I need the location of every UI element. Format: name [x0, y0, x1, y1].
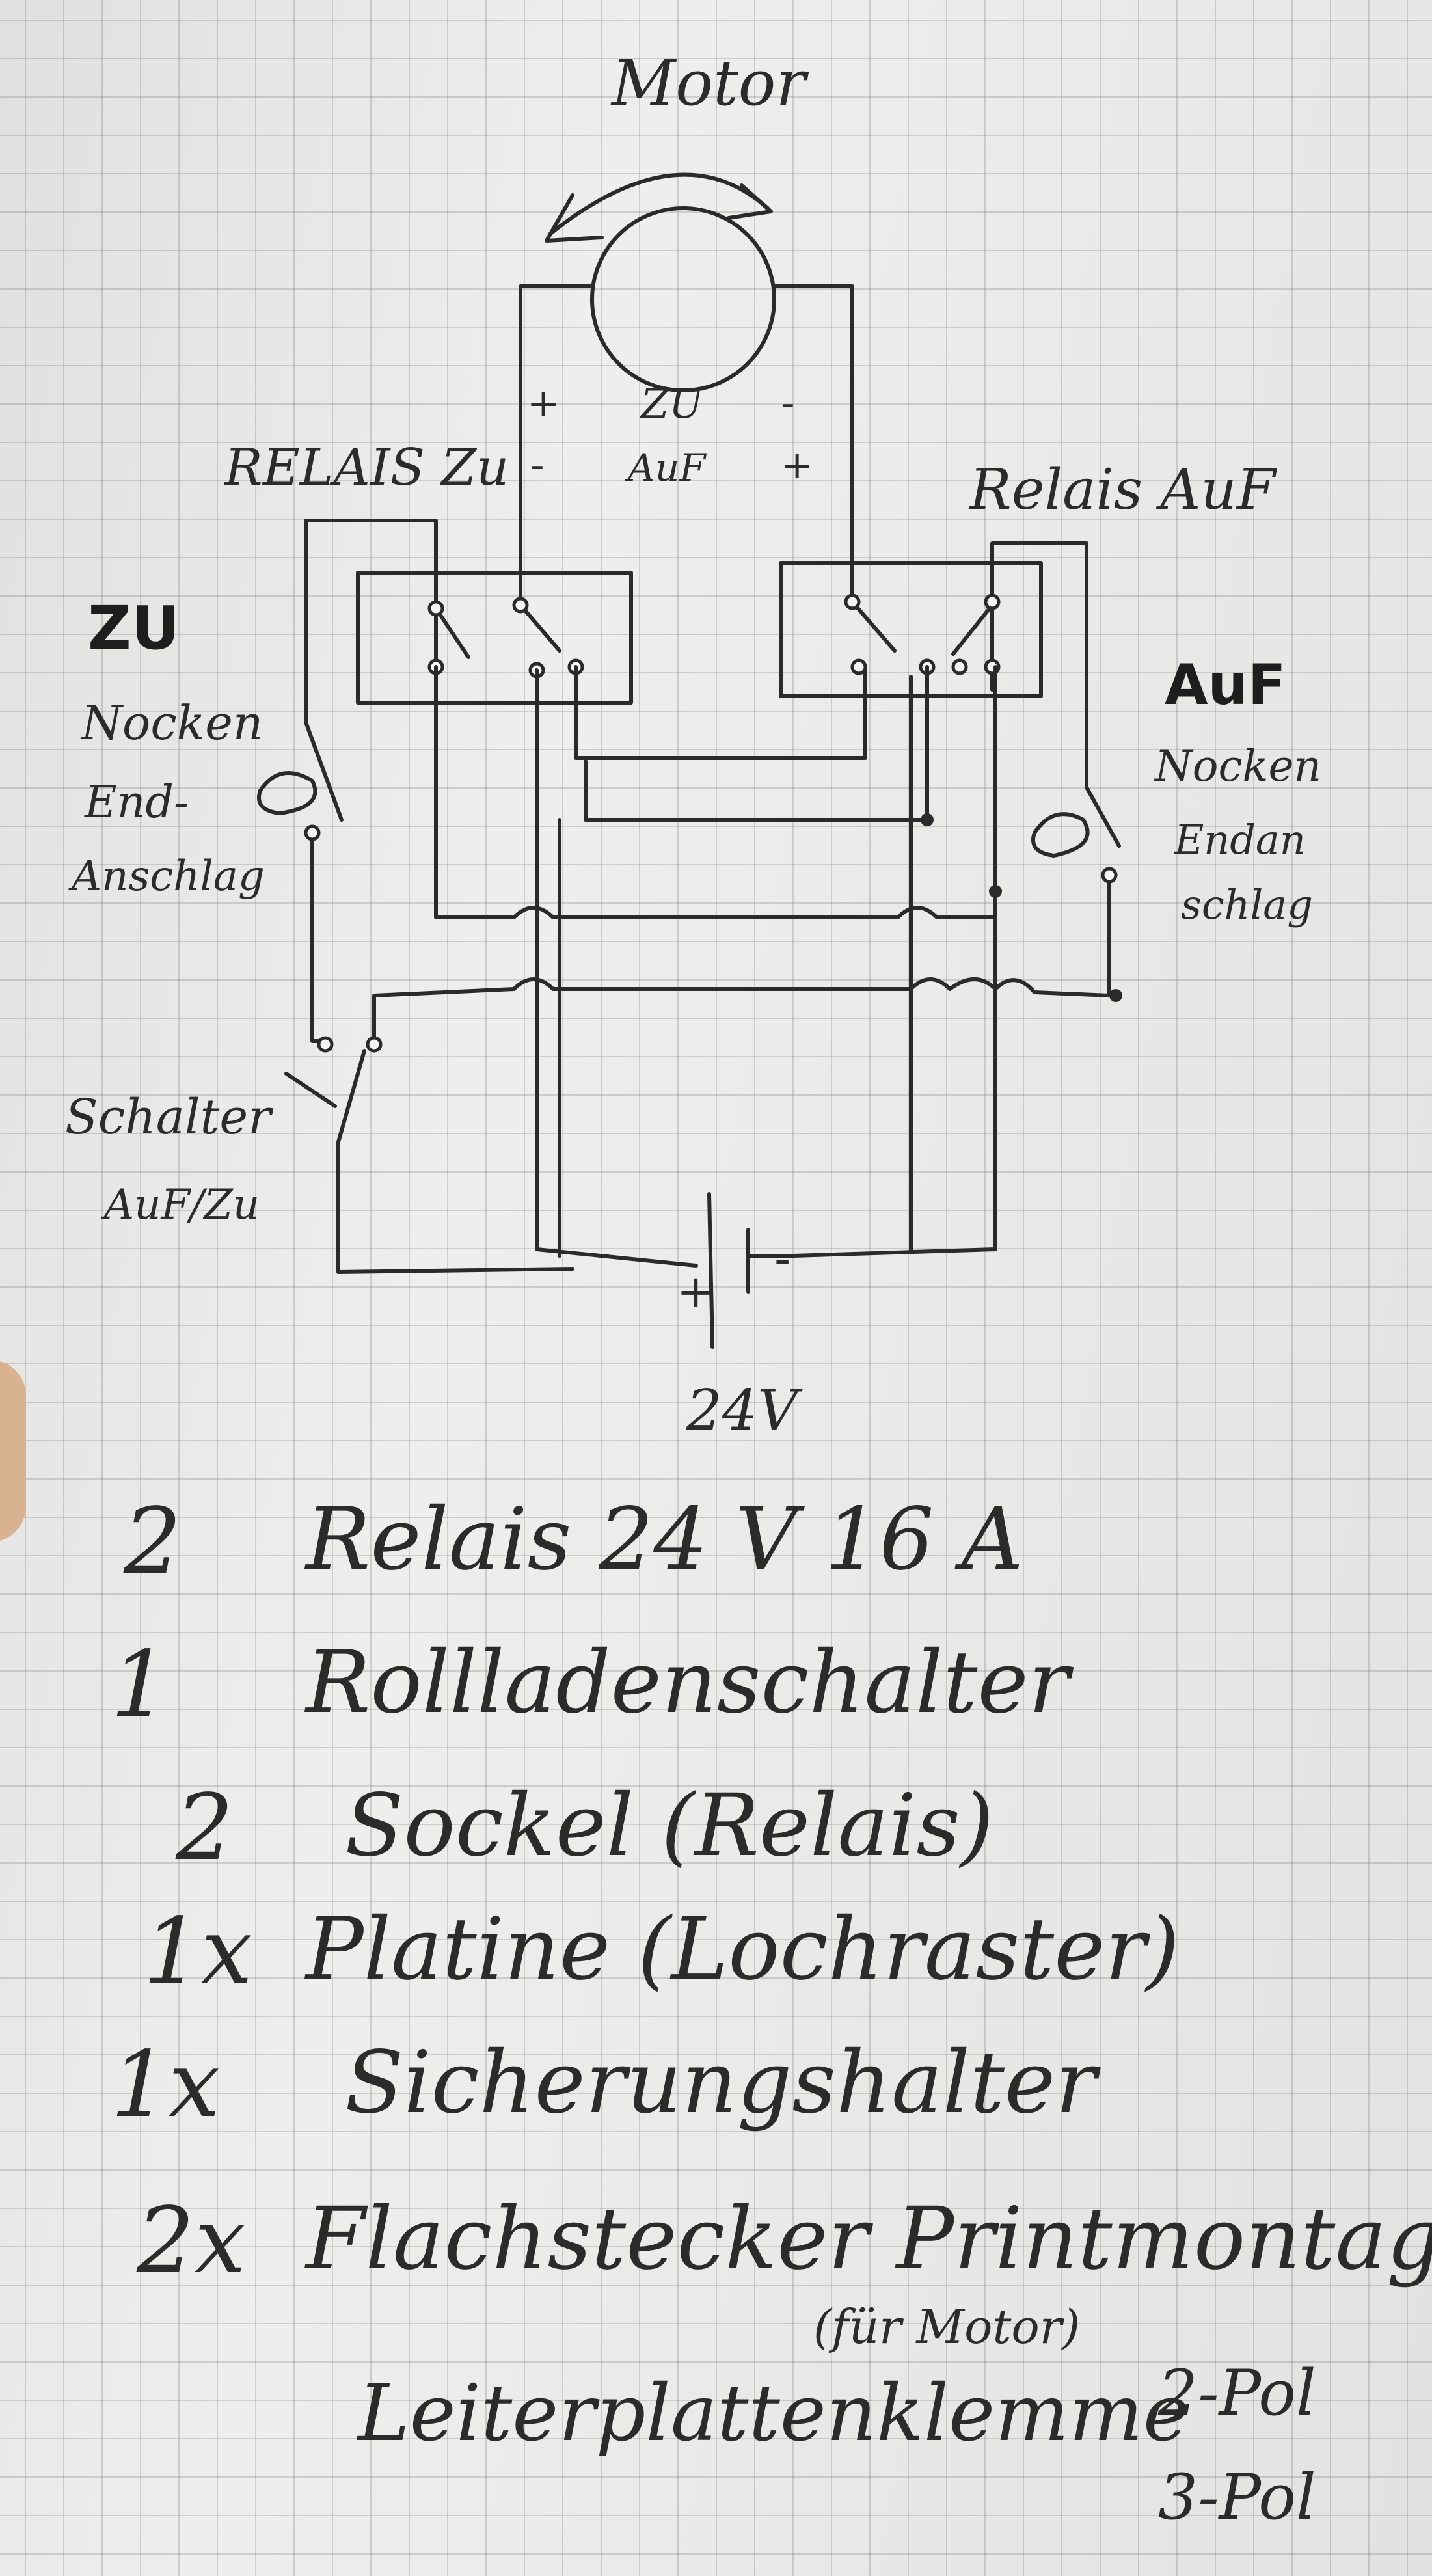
junction-dot — [1109, 989, 1122, 1002]
main-switch-label-2: AuF/Zu — [104, 1181, 260, 1229]
junction-dot — [989, 885, 1002, 898]
rotation-arrowhead-right — [727, 183, 773, 220]
relay-open-label: Relais AuF — [969, 457, 1276, 522]
relay-open-contact-1 — [850, 600, 897, 653]
wire-relay-crossover-1 — [574, 665, 867, 760]
part-note: (für Motor) — [813, 2299, 1081, 2354]
relay-close-contact-2 — [519, 603, 561, 653]
list-item: 2 Relais 24 V 16 A — [124, 1497, 1360, 1620]
main-switch-label-1: Schalter — [65, 1089, 271, 1145]
part-variant-3-pole: 3-Pol — [1158, 2461, 1316, 2534]
part-name: Leiterplattenklemme — [358, 2368, 1189, 2459]
part-quantity: 2 — [124, 1489, 182, 1595]
polarity-plus-right: + — [781, 442, 814, 488]
part-quantity: 1x — [143, 1899, 253, 2005]
relay-close-outer — [304, 519, 438, 692]
wire-relay-crossover-3 — [584, 665, 929, 822]
motor-symbol — [590, 206, 776, 392]
relay-open-contact-2 — [951, 603, 994, 656]
relay-open-terminal-b — [850, 658, 867, 675]
main-switch-mark — [284, 1072, 337, 1108]
part-name: Rollladenschalter — [306, 1633, 1070, 1733]
supply-voltage-label: 24V — [686, 1378, 798, 1443]
main-switch-terminal-b — [366, 1036, 383, 1053]
polarity-close-label: ZU — [641, 380, 703, 427]
rotation-arrowhead-left — [545, 193, 604, 243]
part-quantity: 1x — [111, 2032, 221, 2138]
battery-plus: + — [677, 1265, 715, 1318]
cam-open-icon — [1031, 812, 1090, 858]
list-item: 1x Platine (Lochraster) — [124, 1906, 1360, 2030]
motor-lead-right — [772, 284, 854, 604]
relay-open-terminal-a — [844, 593, 861, 610]
relay-close-contact-1 — [434, 606, 470, 659]
main-switch-terminal-a — [317, 1036, 334, 1053]
cam-switch-close-lever — [304, 519, 344, 822]
cam-switch-open-lever — [1085, 541, 1121, 848]
open-cam-label-3: schlag — [1181, 881, 1313, 929]
wire-supply-left — [535, 756, 698, 1268]
relay-open-terminal-d — [951, 658, 968, 675]
motor-lead-left — [519, 284, 594, 607]
cam-close-icon — [257, 771, 317, 815]
rotation-arrow-icon — [548, 172, 770, 236]
relay-close-terminal-c — [512, 597, 529, 614]
wire-supply-right-2 — [792, 915, 997, 1258]
wire-bottom-left — [336, 1267, 574, 1274]
wire-row-lower — [372, 977, 1111, 1043]
relay-close-terminal-a — [427, 600, 444, 617]
close-side-title: ZU — [88, 593, 180, 663]
main-switch-lever — [336, 1049, 366, 1144]
cam-switch-close-terminal — [304, 824, 321, 841]
list-item: 2 Sockel (Relais) — [124, 1783, 1360, 1906]
motor-label: Motor — [612, 47, 806, 120]
close-cam-label-3: Anschlag — [72, 852, 265, 901]
part-name: Sockel (Relais) — [345, 1776, 994, 1876]
open-cam-label-1: Nocken — [1155, 741, 1322, 791]
polarity-minus-right: - — [781, 381, 795, 426]
open-cam-label-2: Endan — [1174, 816, 1306, 863]
relay-open-terminal-e — [984, 593, 1001, 610]
part-variant-2-pole: 2-Pol — [1158, 2357, 1316, 2430]
part-quantity: 1 — [111, 1632, 169, 1738]
polarity-minus-left: - — [530, 442, 545, 488]
open-side-title: AuF — [1165, 653, 1286, 718]
close-cam-label-2: End- — [85, 777, 189, 828]
list-item: 1 Rollladenschalter — [111, 1633, 1360, 1763]
relay-close-body — [356, 571, 633, 705]
close-cam-label-1: Nocken — [81, 696, 263, 750]
part-name: Relais 24 V 16 A — [306, 1489, 1023, 1590]
part-name: Flachstecker Printmontage — [306, 2189, 1432, 2289]
relay-open-outer — [990, 541, 1088, 692]
part-quantity: 2x — [137, 2188, 247, 2294]
battery-plate-long — [707, 1192, 714, 1349]
cam-switch-open-terminal — [1101, 867, 1118, 884]
polarity-open-label: AuF — [628, 446, 706, 490]
junction-dot — [921, 813, 934, 826]
battery-minus: - — [774, 1232, 791, 1286]
polarity-plus-left: + — [527, 381, 560, 426]
relay-close-label: RELAIS Zu — [224, 439, 509, 497]
relay-wiring-schematic — [257, 172, 1122, 1349]
list-item: Leiterplattenklemme — [124, 2375, 1360, 2499]
wire-row-upper — [434, 665, 997, 919]
part-name: Sicherungshalter — [345, 2033, 1097, 2133]
list-item: 1x Sicherungshalter — [111, 2033, 1360, 2163]
list-item: 2x Flachstecker Printmontage — [124, 2188, 1432, 2320]
part-quantity: 2 — [176, 1775, 234, 1881]
finger-edge — [0, 1360, 26, 1542]
wire-cam-close-down — [310, 831, 327, 1043]
part-name: Platine (Lochraster) — [306, 1899, 1180, 2000]
